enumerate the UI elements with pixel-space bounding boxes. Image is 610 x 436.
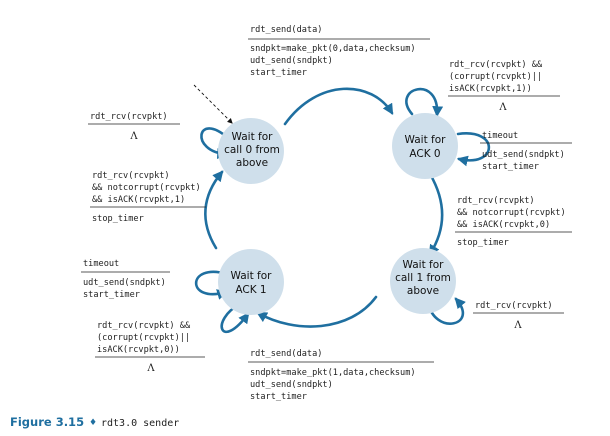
transition-event: rdt_rcv(rcvpkt) bbox=[475, 301, 553, 311]
caption-separator: ♦ bbox=[89, 418, 97, 428]
transition-event: rdt_rcv(rcvpkt) bbox=[90, 112, 168, 122]
state-label-line: ACK 0 bbox=[409, 148, 440, 160]
transition-event: (corrupt(rcvpkt)|| bbox=[97, 333, 190, 343]
self-loop-call0 bbox=[200, 127, 230, 159]
transition-event: rdt_rcv(rcvpkt) && bbox=[97, 321, 191, 331]
self-loop-ack1-timeout bbox=[194, 270, 229, 300]
state-label-line: Wait for bbox=[231, 270, 273, 282]
label-ack0-to-call1: rdt_rcv(rcvpkt) && notcorrupt(rcvpkt) &&… bbox=[455, 196, 572, 248]
state-circle bbox=[218, 118, 284, 184]
edge-ack0-to-call1 bbox=[428, 172, 444, 256]
transition-event: && notcorrupt(rcvpkt) bbox=[92, 183, 201, 193]
state-label-line: Wait for bbox=[232, 131, 274, 143]
label-call1-self: rdt_rcv(rcvpkt) Λ bbox=[473, 301, 564, 331]
edge-call0-to-ack0 bbox=[283, 87, 394, 126]
transition-event: timeout bbox=[482, 131, 518, 141]
label-ack1-timeout: timeout udt_send(sndpkt) start_timer bbox=[81, 259, 170, 300]
transition-action: udt_send(sndpkt) bbox=[83, 278, 166, 288]
transition-event: rdt_send(data) bbox=[250, 349, 322, 359]
transition-action: start_timer bbox=[250, 392, 307, 402]
transition-event: rdt_rcv(rcvpkt) bbox=[92, 171, 170, 181]
caption-text: rdt3.0 sender bbox=[101, 418, 179, 429]
transition-action: stop_timer bbox=[457, 238, 509, 248]
label-call0-self: rdt_rcv(rcvpkt) Λ bbox=[88, 112, 180, 142]
transition-action: sndpkt=make_pkt(0,data,checksum) bbox=[250, 44, 416, 54]
state-wait-ack1: Wait for ACK 1 bbox=[218, 249, 284, 315]
transition-event: rdt_rcv(rcvpkt) && bbox=[449, 60, 543, 70]
state-label-line: above bbox=[407, 285, 439, 297]
initial-state-arrow bbox=[193, 84, 233, 124]
state-label-line: ACK 1 bbox=[235, 284, 266, 296]
label-call0-to-ack0: rdt_send(data) sndpkt=make_pkt(0,data,ch… bbox=[248, 25, 430, 78]
label-ack0-timeout: timeout udt_send(sndpkt) start_timer bbox=[480, 131, 572, 172]
state-circle bbox=[392, 113, 458, 179]
state-circle bbox=[390, 248, 456, 314]
transition-event: isACK(rcvpkt,1)) bbox=[449, 84, 532, 94]
label-ack0-self-corrupt: rdt_rcv(rcvpkt) && (corrupt(rcvpkt)|| is… bbox=[448, 60, 560, 113]
transition-action: Λ bbox=[146, 363, 155, 374]
label-call1-to-ack1: rdt_send(data) sndpkt=make_pkt(1,data,ch… bbox=[248, 349, 434, 402]
transition-event: isACK(rcvpkt,0)) bbox=[97, 345, 180, 355]
transition-action: stop_timer bbox=[92, 214, 144, 224]
transition-event: rdt_send(data) bbox=[250, 25, 322, 35]
transition-action: Λ bbox=[513, 320, 522, 331]
self-loop-ack0-corrupt bbox=[405, 87, 444, 118]
transition-event: && notcorrupt(rcvpkt) bbox=[457, 208, 566, 218]
edge-call1-to-ack1 bbox=[256, 295, 378, 328]
state-wait-call0: Wait for call 0 from above bbox=[218, 118, 284, 184]
state-label-line: call 0 from bbox=[224, 144, 280, 156]
state-wait-ack0: Wait for ACK 0 bbox=[392, 113, 458, 179]
label-ack1-self-corrupt: rdt_rcv(rcvpkt) && (corrupt(rcvpkt)|| is… bbox=[95, 321, 205, 374]
transition-event: timeout bbox=[83, 259, 119, 269]
transition-event: (corrupt(rcvpkt)|| bbox=[449, 72, 542, 82]
self-loop-ack0-timeout bbox=[456, 132, 491, 167]
transition-action: start_timer bbox=[482, 162, 539, 172]
state-label-line: Wait for bbox=[405, 134, 447, 146]
transition-action: start_timer bbox=[83, 290, 140, 300]
self-loop-ack1-corrupt bbox=[220, 302, 250, 334]
transition-action: udt_send(sndpkt) bbox=[250, 380, 333, 390]
transition-action: udt_send(sndpkt) bbox=[482, 150, 565, 160]
transition-event: && isACK(rcvpkt,1) bbox=[92, 195, 185, 205]
state-label-line: above bbox=[236, 157, 268, 169]
transition-action: Λ bbox=[129, 131, 138, 142]
figure-number: Figure 3.15 bbox=[10, 415, 84, 429]
label-ack1-to-call0: rdt_rcv(rcvpkt) && notcorrupt(rcvpkt) &&… bbox=[90, 171, 206, 224]
edge-ack1-to-call0 bbox=[204, 170, 224, 250]
state-wait-call1: Wait for call 1 from above bbox=[390, 248, 456, 314]
transition-action: udt_send(sndpkt) bbox=[250, 56, 333, 66]
figure-caption: Figure 3.15 ♦ rdt3.0 sender bbox=[10, 415, 179, 429]
transition-event: rdt_rcv(rcvpkt) bbox=[457, 196, 535, 206]
transition-event: && isACK(rcvpkt,0) bbox=[457, 220, 550, 230]
transition-action: start_timer bbox=[250, 68, 307, 78]
state-circle bbox=[218, 249, 284, 315]
state-label-line: Wait for bbox=[403, 259, 445, 271]
transition-action: Λ bbox=[498, 102, 507, 113]
state-label-line: call 1 from bbox=[395, 272, 451, 284]
transition-action: sndpkt=make_pkt(1,data,checksum) bbox=[250, 368, 416, 378]
